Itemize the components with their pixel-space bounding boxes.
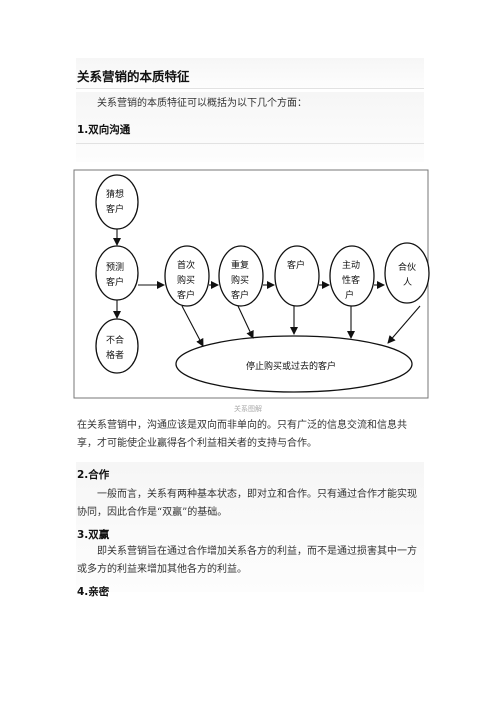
node-customer [274,245,320,307]
page-title: 关系营销的本质特征 [77,69,190,84]
label-unqualified-1: 不合 [106,334,124,346]
label-customer: 客户 [287,259,305,271]
label-repeat-1: 重复 [231,259,249,271]
label-first-2: 购买 [177,274,195,286]
node-guess-customer [95,174,139,230]
node-first-purchase [164,245,210,307]
title-divider [76,88,424,89]
label-predict-1: 预测 [106,262,124,273]
label-active-1: 主动 [342,259,360,271]
heading-intimacy: 4.亲密 [77,586,110,598]
cooperation-text: 一般而言，关系有两种基本状态，即对立和合作。只有通过合作才能实现协同，因此合作是… [77,489,417,518]
label-active-2: 性客 [342,274,360,286]
label-partner-1: 合伙 [398,261,416,273]
arrow-repeat-to-stopped [237,305,254,339]
heading-cooperation: 2.合作 [77,469,110,481]
node-repeat-purchase [218,245,264,307]
intro-block [76,92,424,162]
label-stopped: 停止购买或过去的客户 [246,360,336,372]
heading-divider [76,143,424,144]
node-active-customer [329,245,375,307]
node-stopped-customer [175,335,413,393]
communication-text: 在关系营销中，沟通应该是双向而非单向的。只有广泛的信息交流和信息共享，才可能使企… [77,420,407,449]
diagram-caption: 关系图解 [234,405,262,413]
label-repeat-3: 客户 [231,289,249,301]
arrow-first-to-stopped [181,305,204,347]
heading-win-win: 3.双赢 [77,529,110,541]
label-active-3: 户 [345,289,354,301]
label-repeat-2: 购买 [231,274,249,286]
node-partner [384,242,430,304]
intro-text: 关系营销的本质特征可以概括为以下几个方面： [97,98,307,109]
label-partner-2: 人 [403,277,412,288]
heading-two-way-communication: 1.双向沟通 [77,124,131,136]
label-unqualified-2: 格者 [106,349,124,361]
section2-block [76,462,424,592]
label-predict-2: 客户 [106,276,124,288]
title-block [76,58,424,88]
label-first-1: 首次 [177,259,195,271]
node-predict-customer [95,245,139,301]
win-win-text: 即关系营销旨在通过合作增加关系各方的利益，而不是通过损害其中一方或多方的利益来增… [77,546,417,575]
label-first-3: 客户 [177,289,195,301]
label-guess-1: 猜想 [106,188,124,200]
node-unqualified [95,318,139,374]
arrow-partner-to-stopped [387,305,421,344]
label-guess-2: 客户 [106,203,124,215]
